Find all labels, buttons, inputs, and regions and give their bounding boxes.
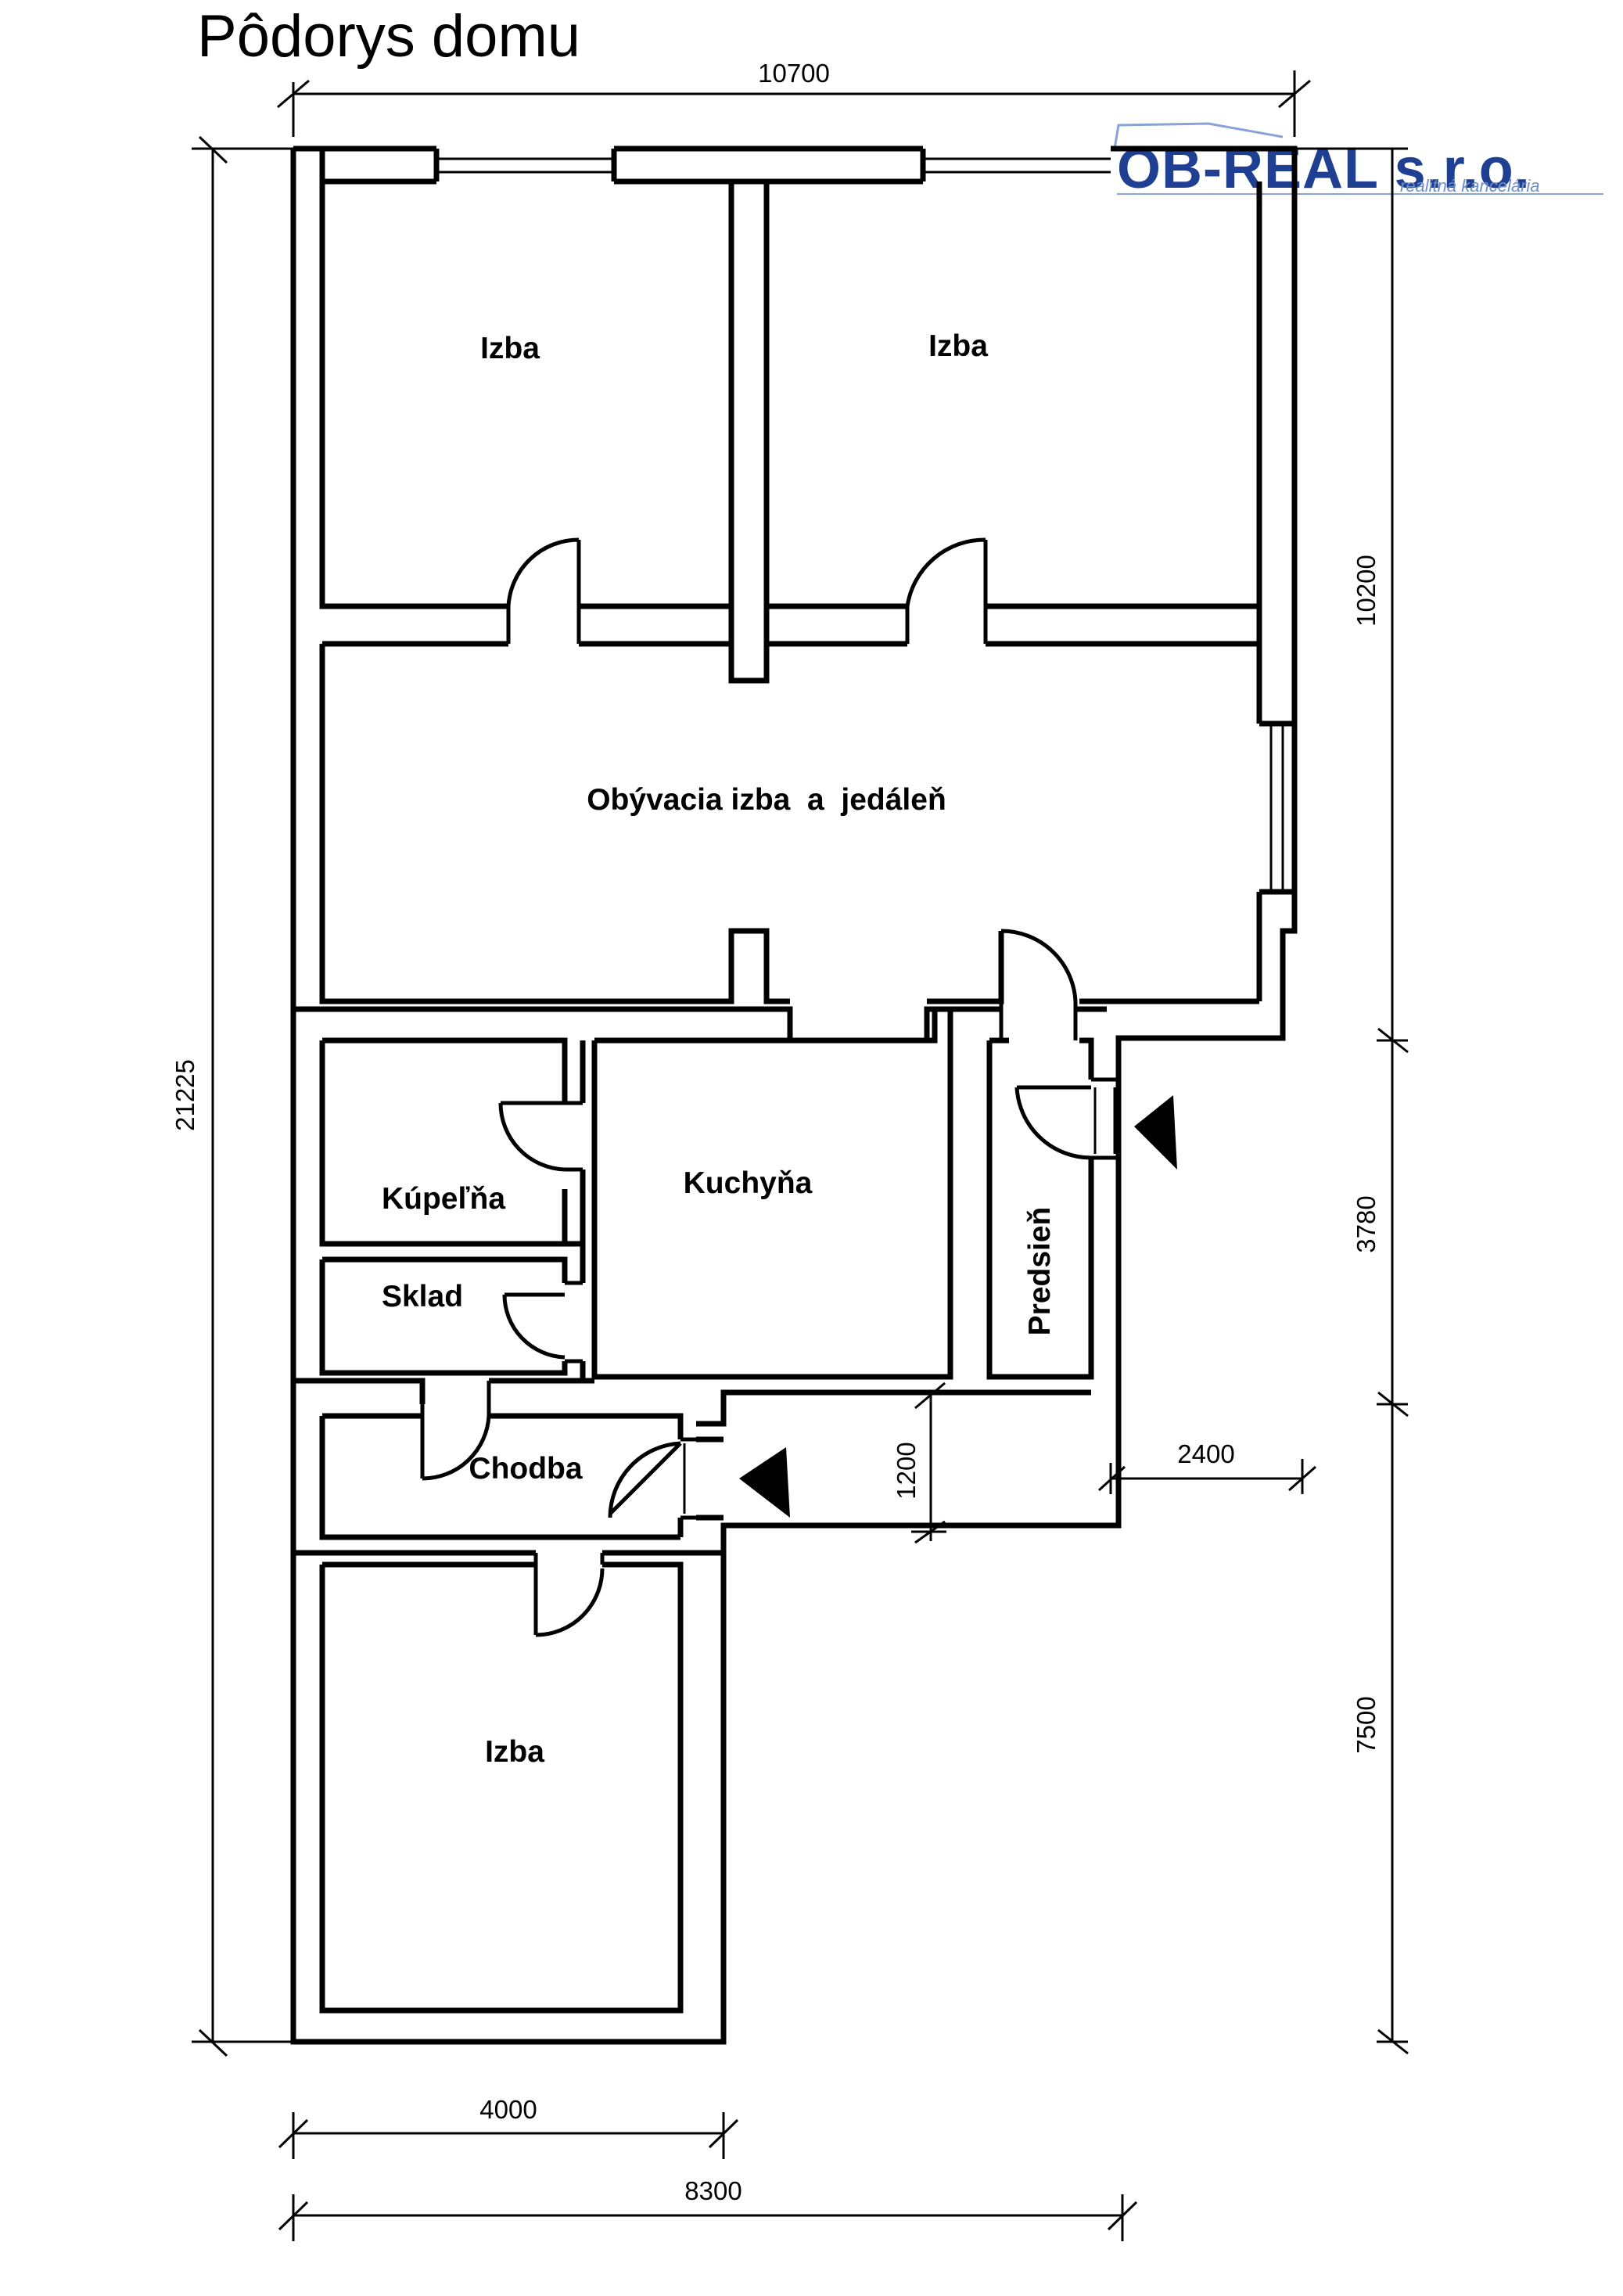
door-bedroom-1 (506, 537, 581, 644)
dim-step-depth: 1200 (892, 1442, 921, 1499)
room-label-kitchen: Kuchyňa (684, 1166, 813, 1200)
dim-total-height: 21225 (171, 1059, 199, 1131)
door-bedroom-2 (905, 537, 988, 644)
room-label-bedroom-3: Izba (485, 1735, 544, 1769)
room-label-corridor: Chodba (469, 1452, 582, 1486)
room-label-storage: Sklad (382, 1280, 463, 1313)
door-corridor-north (420, 1381, 491, 1481)
door-bathroom (498, 1101, 583, 1172)
door-entrance-corridor (608, 1437, 696, 1520)
door-living-hallway (999, 929, 1078, 1040)
doors (420, 537, 1119, 1637)
company-logo: OB-REAL s.r.o. realitná kancelária (1113, 122, 1603, 200)
dim-bottom-total: 8300 (684, 2176, 741, 2205)
room-label-bedroom-2: Izba (928, 329, 988, 363)
door-bedroom-3 (533, 1553, 605, 1637)
entrance-arrow-icon (1134, 1095, 1177, 1170)
room-label-hallway: Predsieň (1023, 1207, 1057, 1336)
door-storage (502, 1281, 583, 1364)
plan-title: Pôdorys domu (197, 3, 580, 70)
logo-roof-icon (1113, 122, 1284, 149)
room-label-bathroom: Kúpeľňa (382, 1182, 505, 1216)
dim-bottom-wing: 4000 (479, 2095, 537, 2124)
logo-tagline: realitná kancelária (1400, 176, 1540, 196)
door-entrance-hallway (1014, 1077, 1119, 1160)
room-label-living-dining: Obývacia izba a jedáleň (587, 783, 946, 817)
outer-walls (290, 146, 1298, 2045)
dim-top-width: 10700 (758, 59, 830, 88)
dimension-lines: 10700 21225 10200 3780 7500 1200 2400 (171, 59, 1409, 2241)
entrance-arrow-icon (739, 1447, 790, 1518)
dim-right-middle: 3780 (1352, 1195, 1381, 1252)
dim-step-width: 2400 (1177, 1439, 1234, 1468)
dim-right-upper: 10200 (1352, 555, 1381, 627)
dim-right-lower: 7500 (1352, 1696, 1381, 1753)
room-label-bedroom-1: Izba (480, 332, 540, 365)
room-labels: Izba Izba Obývacia izba a jedáleň Kúpeľň… (382, 329, 1057, 1769)
